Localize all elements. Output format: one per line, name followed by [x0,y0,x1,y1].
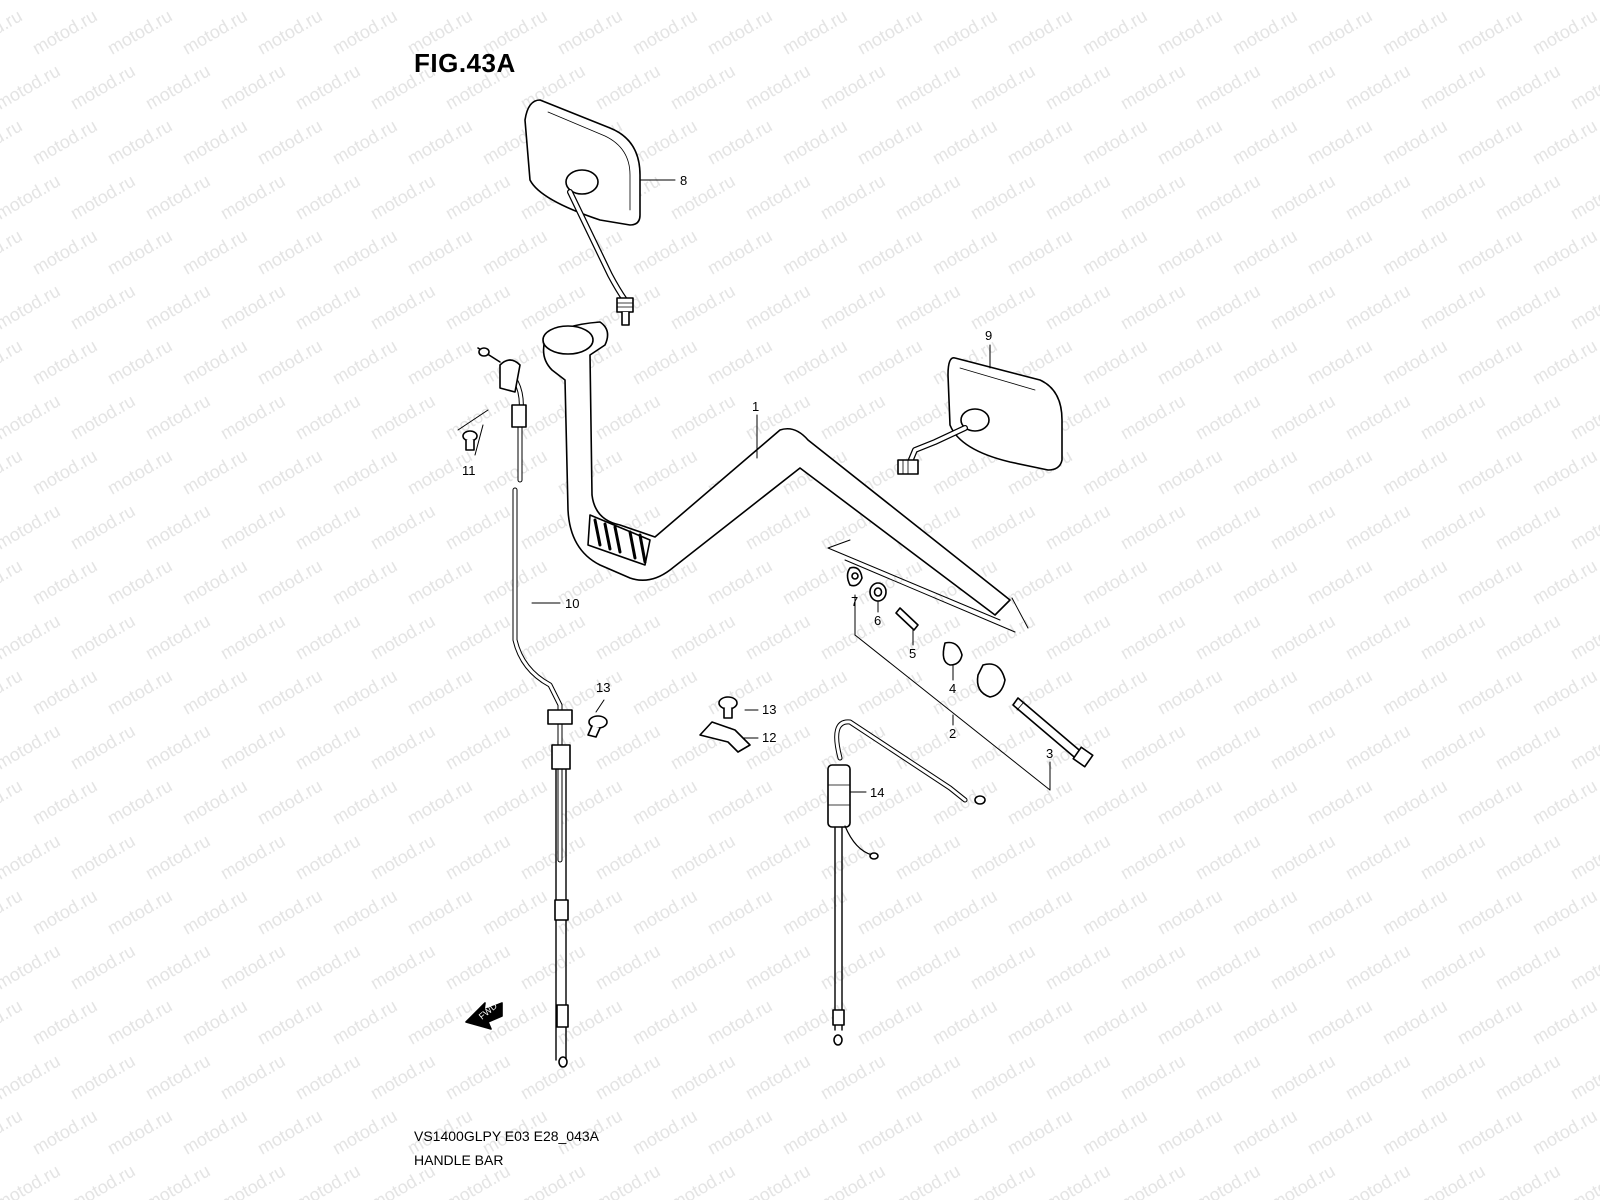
clutch-cable-part [827,719,986,1046]
callout-8: 8 [680,173,687,188]
callout-5: 5 [909,646,916,661]
callout-4: 4 [949,681,956,696]
callout-13-right: 13 [762,702,776,717]
throttle-cable-part [462,347,573,1068]
cable-clamp-parts [587,696,751,753]
callout-1: 1 [752,399,759,414]
callout-2: 2 [949,726,956,741]
callout-labels: 8 9 1 10 11 13 13 12 14 7 6 5 4 2 3 [462,173,1053,800]
mirror-right-part [897,357,1063,475]
figure-title: FIG.43A [414,48,516,78]
model-code: VS1400GLPY E03 E28_043A [414,1128,600,1144]
leader-lines [457,179,1051,793]
callout-6: 6 [874,613,881,628]
assembly-name: HANDLE BAR [414,1152,504,1168]
callout-14: 14 [870,785,884,800]
callout-13-left: 13 [596,680,610,695]
callout-7: 7 [851,594,858,609]
callout-12: 12 [762,730,776,745]
callout-10: 10 [565,596,579,611]
handlebar-part [542,321,1029,629]
mirror-left-part [524,99,641,326]
fwd-arrow-icon: FWD [465,1000,503,1030]
callout-9: 9 [985,328,992,343]
callout-3: 3 [1046,746,1053,761]
bar-end-parts [846,566,1094,768]
callout-11: 11 [462,463,476,478]
